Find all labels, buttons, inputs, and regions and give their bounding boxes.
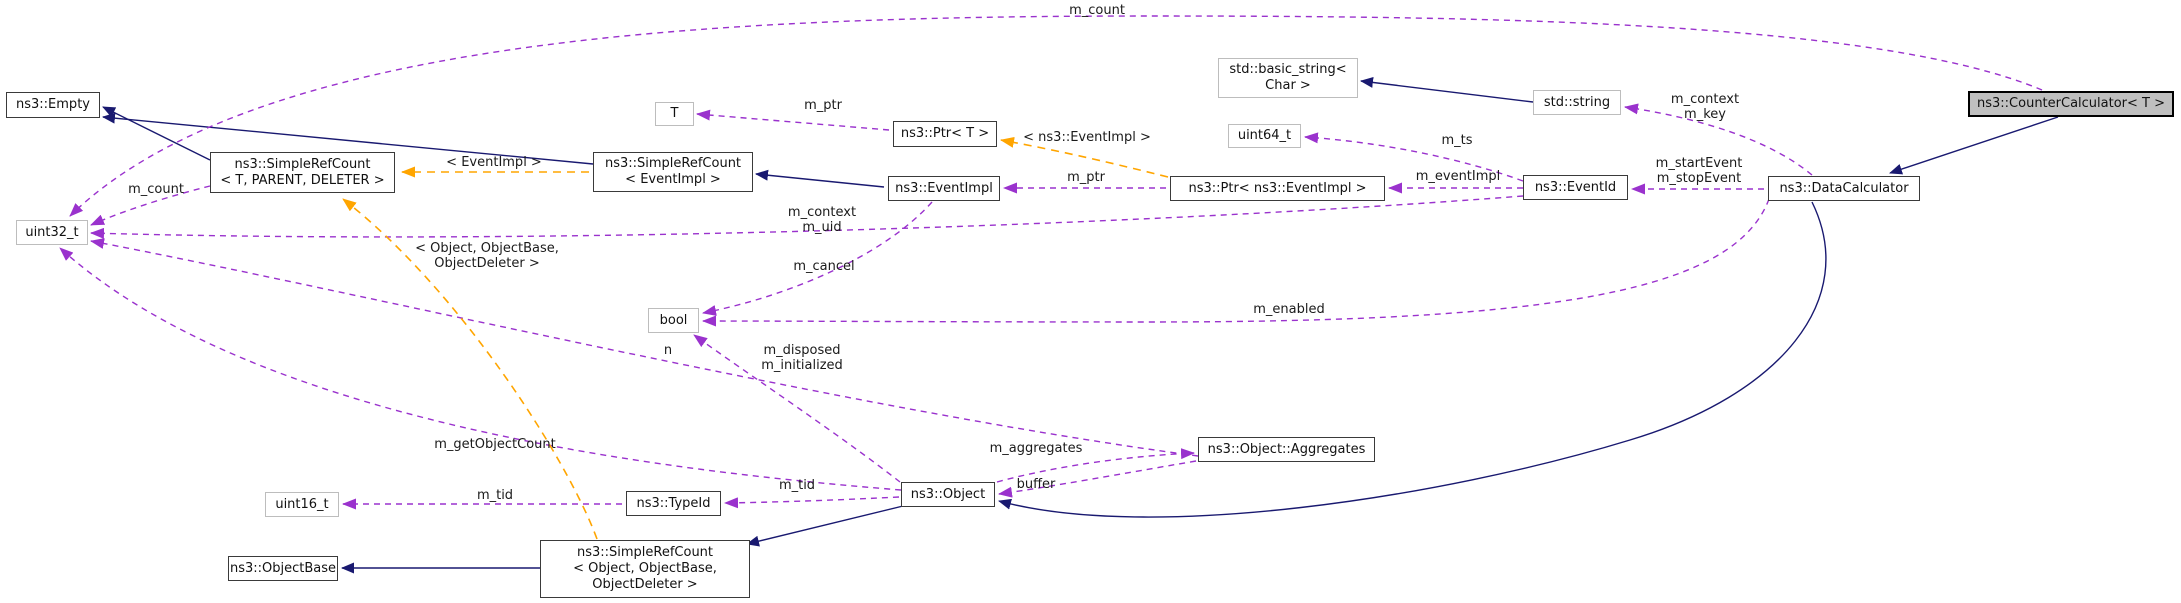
edge-template-simplerefcount-ood bbox=[342, 198, 598, 540]
node-bool[interactable]: bool bbox=[648, 308, 699, 333]
edge-inherit-object-to-simplerefcount-ood bbox=[746, 505, 904, 547]
edge-inherit-simplerefcount-tpd-to-empty bbox=[102, 106, 211, 161]
edge-template-ptr-eventimpl bbox=[1000, 136, 1169, 178]
node-label: uint32_t bbox=[25, 224, 79, 240]
edge-member-aggregates-buffer-object bbox=[998, 460, 1197, 498]
edge-inherit-countercalculator-to-datacalculator bbox=[1889, 116, 2059, 175]
edge-member-aggregates-n-uint32 bbox=[90, 238, 1199, 457]
edge-label-m-ptr-eventimpl: m_ptr bbox=[1067, 170, 1105, 185]
edge-label-m-eventimpl: m_eventImpl bbox=[1415, 169, 1501, 184]
node-label: uint64_t bbox=[1237, 128, 1292, 143]
node-label: ns3::SimpleRefCount < EventImpl > bbox=[604, 156, 742, 187]
edge-label-template-ns3-eventimpl: < ns3::EventImpl > bbox=[1023, 130, 1151, 145]
node-ns3-eventimpl[interactable]: ns3::EventImpl bbox=[888, 176, 1000, 201]
node-std-basic-string[interactable]: std::basic_string< Char > bbox=[1218, 58, 1358, 98]
node-std-string[interactable]: std::string bbox=[1533, 90, 1621, 115]
edge-label-m-getobjectcount: m_getObjectCount bbox=[434, 437, 556, 452]
node-ns3-empty[interactable]: ns3::Empty bbox=[6, 92, 100, 118]
edge-label-buffer: buffer bbox=[1016, 477, 1056, 492]
node-ns3-datacalculator[interactable]: ns3::DataCalculator bbox=[1768, 176, 1920, 201]
node-t[interactable]: T bbox=[655, 102, 694, 126]
edge-member-ptr-t-m-ptr-t bbox=[696, 109, 890, 131]
edge-member-eventid-m-ts-uint64 bbox=[1304, 132, 1524, 182]
node-label: std::string bbox=[1543, 94, 1611, 110]
node-label: ns3::SimpleRefCount < T, PARENT, DELETER… bbox=[220, 156, 385, 188]
node-label: ns3::Empty bbox=[16, 97, 90, 112]
edge-label-template-eventimpl: < EventImpl > bbox=[446, 155, 542, 170]
node-uint64-t[interactable]: uint64_t bbox=[1228, 124, 1301, 148]
node-ns3-simplerefcount-object-objectbase-objectdeleter[interactable]: ns3::SimpleRefCount < Object, ObjectBase… bbox=[540, 540, 750, 598]
edge-member-simplerefcount-m-count-uint32 bbox=[90, 185, 211, 226]
node-label: ns3::EventId bbox=[1534, 179, 1617, 195]
edge-label-m-context-m-key: m_context m_key bbox=[1670, 92, 1740, 122]
node-ns3-eventid[interactable]: ns3::EventId bbox=[1523, 175, 1628, 200]
node-label: ns3::Object bbox=[910, 486, 986, 502]
node-ns3-object[interactable]: ns3::Object bbox=[901, 482, 995, 507]
node-uint16-t[interactable]: uint16_t bbox=[265, 492, 339, 517]
edge-member-eventid-m-context-uid-uint32 bbox=[90, 195, 1524, 239]
node-label: ns3::ObjectBase bbox=[229, 560, 337, 576]
edge-label-m-disposed-m-initialized: m_disposed m_initialized bbox=[761, 343, 843, 373]
node-label: uint16_t bbox=[275, 496, 329, 512]
node-label: ns3::EventImpl bbox=[895, 180, 993, 196]
edge-label-m-count: m_count bbox=[128, 182, 184, 197]
node-ns3-simplerefcount-eventimpl[interactable]: ns3::SimpleRefCount < EventImpl > bbox=[593, 152, 753, 192]
node-ns3-countercalculator-t[interactable]: ns3::CounterCalculator< T > bbox=[1968, 91, 2174, 117]
node-ns3-ptr-t[interactable]: ns3::Ptr< T > bbox=[893, 121, 997, 147]
edge-inherit-simplerefcount-eventimpl-to-empty bbox=[102, 112, 594, 165]
edge-label-m-count-top: m_count bbox=[1069, 3, 1125, 18]
node-label: ns3::TypeId bbox=[636, 495, 711, 511]
edge-label-m-tid-typeid: m_tid bbox=[476, 488, 514, 503]
node-label: ns3::Object::Aggregates bbox=[1207, 441, 1366, 457]
edge-label-m-ts: m_ts bbox=[1441, 133, 1473, 148]
edge-label-m-enabled: m_enabled bbox=[1253, 302, 1325, 317]
node-label: ns3::Ptr< ns3::EventImpl > bbox=[1188, 180, 1367, 196]
node-ns3-objectbase[interactable]: ns3::ObjectBase bbox=[228, 556, 338, 581]
edge-label-n: n bbox=[663, 343, 673, 358]
edge-inherit-datacalculator-to-object bbox=[998, 201, 1827, 518]
edge-inherit-string-to-basic-string bbox=[1360, 76, 1534, 103]
edge-label-m-startevent-m-stopevent: m_startEvent m_stopEvent bbox=[1655, 156, 1743, 186]
node-ns3-simplerefcount-t-parent-deleter[interactable]: ns3::SimpleRefCount < T, PARENT, DELETER… bbox=[210, 152, 395, 193]
edge-member-object-m-tid-typeid bbox=[724, 496, 900, 509]
edge-label-m-aggregates: m_aggregates bbox=[989, 441, 1083, 456]
node-label: T bbox=[670, 106, 679, 121]
edge-inherit-eventimpl-to-simplerefcount-eventimpl bbox=[755, 169, 885, 188]
node-label: ns3::CounterCalculator< T > bbox=[1977, 96, 2165, 111]
node-label: ns3::SimpleRefCount < Object, ObjectBase… bbox=[573, 545, 717, 592]
edge-label-template-object-objectbase-objectdeleter: < Object, ObjectBase, ObjectDeleter > bbox=[415, 241, 559, 271]
edge-label-m-context-m-uid: m_context m_uid bbox=[787, 205, 857, 235]
edge-member-object-m-getobjectcount-uint32 bbox=[59, 247, 902, 491]
edge-member-countercalculator-m-count-uint32 bbox=[69, 15, 2043, 217]
edge-label-m-ptr-t: m_ptr bbox=[804, 98, 842, 113]
node-ns3-typeid[interactable]: ns3::TypeId bbox=[626, 491, 721, 516]
edge-member-datacalculator-m-context-key-string bbox=[1624, 103, 1813, 176]
node-ns3-ptr-ns3-eventimpl[interactable]: ns3::Ptr< ns3::EventImpl > bbox=[1170, 176, 1385, 201]
edge-member-object-m-aggregates-aggregates bbox=[996, 448, 1195, 483]
node-label: std::basic_string< Char > bbox=[1229, 62, 1347, 93]
node-ns3-object-aggregates[interactable]: ns3::Object::Aggregates bbox=[1198, 437, 1375, 462]
edge-member-datacalculator-m-enabled-bool bbox=[702, 198, 1770, 327]
node-label: bool bbox=[659, 312, 688, 328]
node-uint32-t[interactable]: uint32_t bbox=[16, 220, 88, 245]
node-label: ns3::DataCalculator bbox=[1779, 180, 1909, 196]
edge-label-m-tid-object: m_tid bbox=[778, 478, 816, 493]
edge-member-eventimpl-m-cancel-bool bbox=[702, 201, 933, 316]
node-label: ns3::Ptr< T > bbox=[900, 126, 990, 141]
edge-label-m-cancel: m_cancel bbox=[793, 259, 855, 274]
